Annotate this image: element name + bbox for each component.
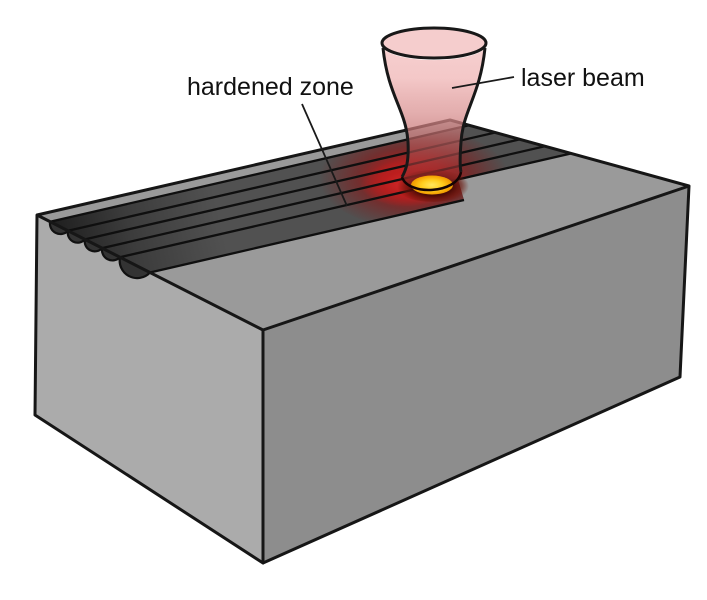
laser-beam-outline-right: [458, 47, 487, 173]
melt-pool-spot: [411, 175, 453, 195]
laser-beam-leader-line: [451, 76, 515, 89]
track-line-1: [49, 120, 671, 223]
crater-rim: [400, 171, 463, 192]
hardened-zone-label: hardened zone: [187, 73, 354, 101]
track-line-6: [149, 198, 465, 274]
workpiece-outline: [33, 118, 691, 565]
hardened-zone-leader-line: [301, 103, 348, 207]
laser-beam-label: laser beam: [521, 64, 645, 92]
laser-beam-outline-left: [381, 47, 410, 178]
workpiece-top-face: [37, 120, 689, 330]
workpiece-right-face: [263, 186, 689, 563]
track-line-2: [67, 120, 689, 232]
laser-beam-top-ellipse: [380, 26, 488, 60]
